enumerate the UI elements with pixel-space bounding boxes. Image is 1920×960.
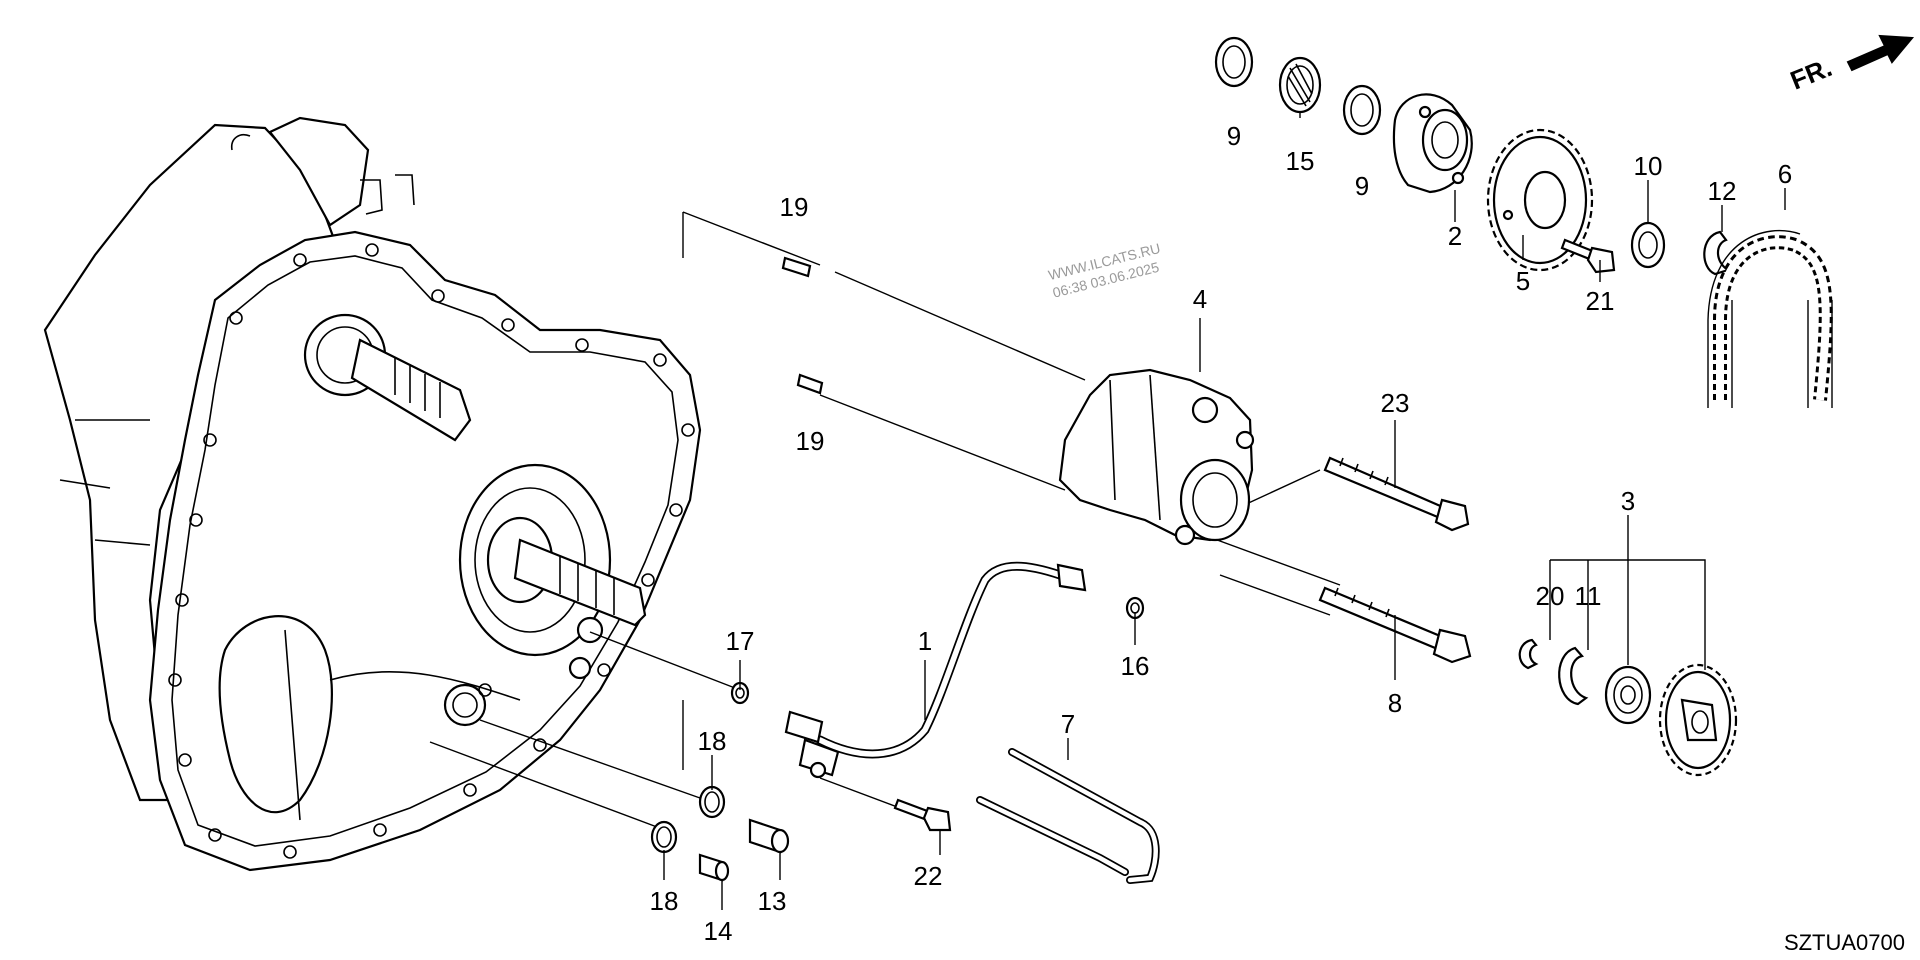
- driven-sprocket-3[interactable]: [1658, 663, 1738, 777]
- callout-10[interactable]: 10: [1634, 151, 1663, 181]
- snap-ring-11[interactable]: [1558, 646, 1589, 706]
- watermark: WWW.ILCATS.RU 06:38 03.06.2025: [1047, 240, 1162, 301]
- washer-10[interactable]: [1630, 221, 1666, 269]
- dowel-pin-19-upper[interactable]: [781, 256, 812, 278]
- diagram-code: SZTUA0700: [1784, 930, 1905, 955]
- dowel-14[interactable]: [698, 853, 730, 882]
- o-ring-18-lower[interactable]: [650, 820, 678, 854]
- shim-9-right[interactable]: [1342, 84, 1382, 136]
- front-arrow-icon: [1846, 34, 1915, 72]
- callout-9-right[interactable]: 9: [1355, 171, 1369, 201]
- dowel-13[interactable]: [748, 818, 790, 854]
- callout-13[interactable]: 13: [758, 886, 787, 916]
- callout-16[interactable]: 16: [1121, 651, 1150, 681]
- callout-1[interactable]: 1: [918, 626, 932, 656]
- callout-19-upper[interactable]: 19: [780, 192, 809, 222]
- bearing-3[interactable]: [1604, 665, 1652, 725]
- callout-7[interactable]: 7: [1061, 709, 1075, 739]
- sprocket-5[interactable]: [1486, 128, 1594, 272]
- callout-18-upper[interactable]: 18: [698, 726, 727, 756]
- callout-21[interactable]: 21: [1586, 286, 1615, 316]
- oil-tube[interactable]: [976, 748, 1160, 884]
- oil-pipe[interactable]: [784, 561, 1087, 779]
- flange-bolt-8[interactable]: [1318, 586, 1472, 664]
- flange-bolt-23[interactable]: [1323, 456, 1470, 532]
- bolt-22[interactable]: [893, 798, 952, 832]
- callout-12[interactable]: 12: [1708, 176, 1737, 206]
- bolt-21[interactable]: [1560, 238, 1616, 274]
- callout-8[interactable]: 8: [1388, 688, 1402, 718]
- o-ring-18-upper[interactable]: [698, 785, 726, 819]
- snap-ring-12[interactable]: [1703, 230, 1731, 276]
- callout-22[interactable]: 22: [914, 861, 943, 891]
- callout-11[interactable]: 11: [1575, 581, 1602, 611]
- callout-23[interactable]: 23: [1381, 388, 1410, 418]
- callout-4[interactable]: 4: [1193, 284, 1207, 314]
- callout-15[interactable]: 15: [1286, 146, 1315, 176]
- callout-18-lower[interactable]: 18: [650, 886, 679, 916]
- callout-6[interactable]: 6: [1778, 159, 1792, 189]
- callout-17[interactable]: 17: [726, 626, 755, 656]
- drive-chain-6: [1707, 230, 1833, 408]
- oil-pump[interactable]: [1058, 368, 1255, 546]
- front-direction-indicator: FR.: [1786, 34, 1915, 96]
- callout-numbers: 1 2 3 4 5 6 7 8 9 9 10 11 12 13 14 15 16…: [650, 121, 1793, 946]
- callout-9-left[interactable]: 9: [1227, 121, 1241, 151]
- callout-19-lower[interactable]: 19: [796, 426, 825, 456]
- callout-14[interactable]: 14: [704, 916, 733, 946]
- shim-9-left[interactable]: [1214, 36, 1254, 88]
- thrust-bearing-15[interactable]: [1278, 56, 1322, 114]
- pump-drive-hub-2[interactable]: [1392, 93, 1473, 194]
- callout-20[interactable]: 20: [1536, 581, 1565, 611]
- callout-2[interactable]: 2: [1448, 221, 1462, 251]
- dowel-pin-19-lower[interactable]: [796, 373, 824, 395]
- transmission-housing: [43, 116, 702, 872]
- front-label: FR.: [1786, 52, 1836, 96]
- callout-5[interactable]: 5: [1516, 266, 1530, 296]
- callout-leaders: [663, 112, 1786, 910]
- callout-3[interactable]: 3: [1621, 486, 1635, 516]
- snap-ring-20[interactable]: [1518, 638, 1539, 670]
